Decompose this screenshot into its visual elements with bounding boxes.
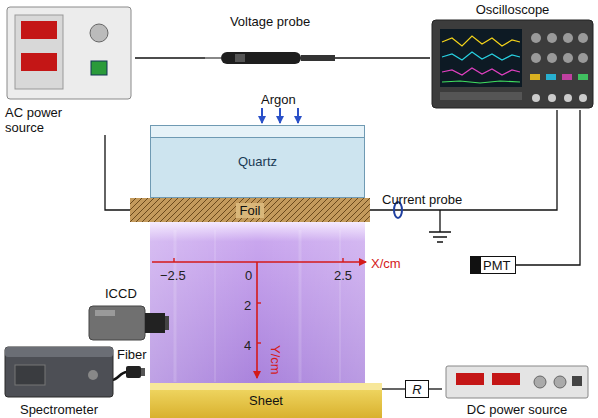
tick-value: −2.5 bbox=[160, 268, 186, 283]
wire bbox=[105, 135, 130, 210]
wire bbox=[429, 388, 442, 389]
node-text: Sheet bbox=[249, 393, 283, 408]
probe-label: Current probe bbox=[382, 190, 462, 208]
plasma-column bbox=[150, 222, 365, 384]
axis-name: X/cm bbox=[371, 256, 401, 271]
oscilloscope: Oscilloscope bbox=[430, 2, 595, 110]
argon-flow-arrows bbox=[262, 108, 298, 123]
axis-name: Y/cm bbox=[283, 343, 313, 361]
fiber-label: Fiber bbox=[117, 347, 147, 362]
axis-name: Y/cm bbox=[268, 345, 283, 375]
node-text: Voltage probe bbox=[230, 14, 310, 29]
probe-label: Current probe bbox=[382, 192, 462, 207]
tick-value: 2 bbox=[244, 296, 251, 314]
node-text: PMT bbox=[470, 258, 510, 273]
resistor: R bbox=[405, 380, 429, 398]
node-text: AC power source bbox=[5, 105, 85, 135]
foil-electrode: Foil bbox=[130, 198, 370, 222]
iccd-camera: ICCD bbox=[85, 286, 170, 344]
sheet-electrode: Sheet bbox=[150, 383, 382, 418]
ac-power-source: AC power source bbox=[5, 5, 135, 135]
ac-source-device bbox=[5, 5, 135, 101]
tick-value: −2.5 bbox=[160, 266, 186, 284]
optical-fiber bbox=[112, 366, 145, 380]
spectrometer: Spectrometer bbox=[3, 345, 115, 417]
tick-value: 0 bbox=[245, 268, 252, 283]
node-text: Quartz bbox=[238, 154, 277, 169]
node-text: Oscilloscope bbox=[476, 2, 550, 17]
wire bbox=[382, 388, 405, 389]
wire bbox=[516, 110, 580, 265]
wire bbox=[370, 110, 557, 210]
axis-name: X/cm bbox=[371, 254, 401, 272]
pmt-box: PMT bbox=[470, 256, 516, 274]
voltage-probe: Voltage probe bbox=[205, 14, 335, 70]
quartz-plate: Quartz bbox=[150, 125, 365, 198]
wire bbox=[135, 57, 205, 58]
tick-value: 4 bbox=[244, 338, 251, 353]
fiber-label: Fiber bbox=[117, 345, 147, 363]
ground-symbol bbox=[429, 210, 451, 242]
wire bbox=[335, 57, 430, 58]
node-text: DC power source bbox=[467, 402, 567, 417]
oscilloscope-device bbox=[430, 2, 595, 110]
tick-value: 0 bbox=[245, 266, 252, 284]
node-text: R bbox=[412, 382, 421, 397]
gas-label: Argon bbox=[261, 92, 296, 107]
dc-power-source: DC power source bbox=[442, 365, 592, 417]
axes bbox=[152, 258, 366, 378]
node-text: Foil bbox=[236, 203, 265, 218]
node-text: ICCD bbox=[85, 286, 137, 301]
dc-source-device bbox=[442, 365, 592, 399]
tick-value: 2 bbox=[244, 298, 251, 313]
node-text: Spectrometer bbox=[20, 402, 98, 417]
gas-label: Argon bbox=[261, 90, 296, 108]
tick-value: 4 bbox=[244, 336, 251, 354]
tick-value: 2.5 bbox=[334, 268, 352, 283]
tick-value: 2.5 bbox=[334, 266, 352, 284]
